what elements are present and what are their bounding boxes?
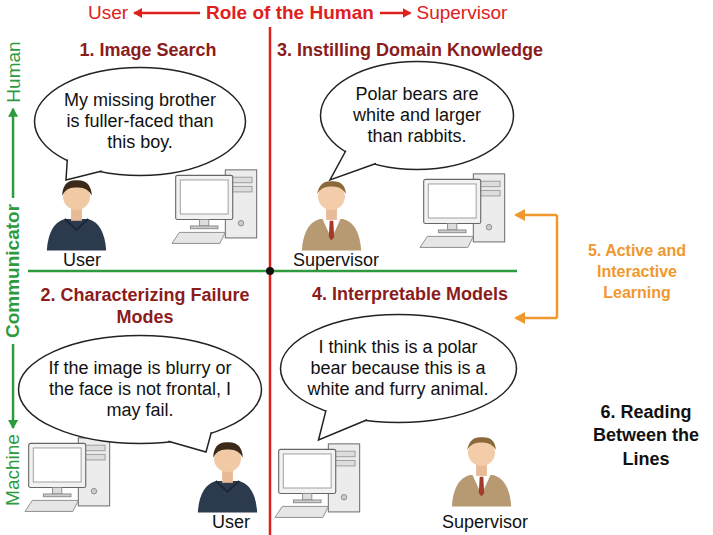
label-holder: 2. Characterizing Failure Modes [27, 284, 263, 329]
axis-arrow [12, 344, 15, 428]
side-note: 6. Reading Between the Lines [581, 401, 711, 471]
axis-arrow [12, 109, 15, 198]
label-holder: 5. Active and Interactive Learning [562, 241, 712, 303]
axis-title: Role of the Human [206, 2, 374, 24]
role-label: Supervisor [293, 250, 379, 271]
label-holder: Communicator [2, 204, 24, 338]
bubble-text: If the image is blurry or the face is no… [45, 358, 235, 420]
computer-icon [25, 438, 110, 512]
user-figure [47, 180, 106, 250]
label-holder: 4. Interpretable Models [312, 283, 508, 306]
role-label: User [63, 250, 101, 271]
supervisor-figure [302, 181, 361, 250]
bubble-ellipse [19, 336, 262, 444]
axis-title: Communicator [2, 204, 24, 338]
axis-arrow [134, 12, 200, 15]
bubble-tail [318, 410, 367, 440]
role-label: Supervisor [442, 512, 528, 533]
label-holder: 1. Image Search [80, 39, 217, 62]
bubble-tail [330, 151, 376, 180]
supervisor-figure [452, 437, 511, 506]
bubble-tail [168, 432, 211, 452]
side-note: 5. Active and Interactive Learning [562, 241, 712, 303]
speech-bubble: I think this is a polar bear because thi… [279, 313, 518, 424]
quadrant-title: 2. Characterizing Failure Modes [27, 284, 263, 329]
computer-icon [275, 444, 360, 518]
bracket-arrow [516, 214, 557, 217]
bubble-text: My missing brother is fuller-faced than … [58, 90, 223, 152]
bubble-ellipse [280, 315, 516, 423]
axis-end-label: Supervisor [417, 2, 508, 24]
label-holder: User [88, 2, 128, 24]
quadrant-title: 3. Instilling Domain Knowledge [277, 39, 543, 62]
label-holder: 3. Instilling Domain Knowledge [277, 39, 543, 62]
speech-bubble: If the image is blurry or the face is no… [17, 334, 263, 445]
label-holder: Role of the Human [206, 2, 374, 24]
bubble-tail [66, 160, 102, 180]
vertical-axis-line [269, 27, 272, 535]
label-holder: Human [2, 41, 24, 102]
computer-icon [420, 174, 505, 248]
speech-bubble: Polar bears are white and larger than ra… [319, 60, 515, 171]
quadrant-title: 1. Image Search [80, 39, 217, 62]
label-holder: Supervisor [293, 250, 379, 271]
bubble-text: I think this is a polar bear because thi… [306, 337, 491, 399]
computer-icon [172, 170, 257, 244]
bracket-arrow [516, 317, 557, 320]
role-label: User [212, 512, 250, 533]
user-figure [198, 442, 257, 512]
axis-arrow [380, 12, 411, 15]
label-holder: Supervisor [417, 2, 508, 24]
bubble-ellipse [35, 68, 246, 176]
axis-end-label: Human [2, 41, 24, 102]
label-holder: Supervisor [442, 512, 528, 533]
bubble-text: Polar bears are white and larger than ra… [342, 84, 492, 146]
label-holder: User [212, 512, 250, 533]
label-holder: Machine [2, 434, 24, 506]
axis-end-label: Machine [2, 434, 24, 506]
axis-end-label: User [88, 2, 128, 24]
label-holder: 6. Reading Between the Lines [581, 401, 711, 471]
axis-origin-dot [266, 267, 274, 275]
quadrant-title: 4. Interpretable Models [312, 283, 508, 306]
bracket-line [556, 215, 559, 318]
label-holder: User [63, 250, 101, 271]
speech-bubble: My missing brother is fuller-faced than … [33, 66, 247, 177]
